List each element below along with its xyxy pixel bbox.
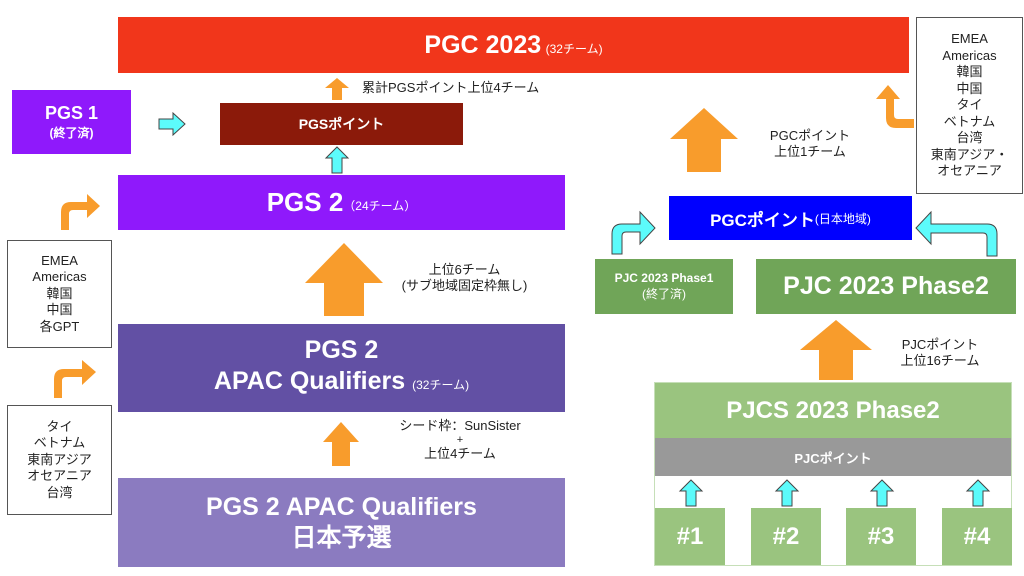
pgs-point-label: PGSポイント [298,116,385,132]
apac-sub: (32チーム) [412,378,470,392]
region: 中国 [46,302,73,318]
apac-qualifiers-box: PGS 2 APAC Qualifiers (32チーム) [118,324,565,412]
apac-line1: PGS 2 [304,336,379,364]
pgs2-sub: （24チーム） [343,199,417,213]
right-regions-box: EMEA Americas 韓国 中国 タイ ベトナム 台湾 東南アジア・ オセ… [916,17,1023,194]
japan-line2: 日本予選 [291,523,392,552]
region: ベトナム [943,113,996,129]
region: EMEA [41,252,78,268]
region: 台湾 [956,130,983,146]
pgs1-sub: (終了済) [49,126,94,140]
pgc-sub: (32チーム) [545,41,603,56]
pgc-point-label: PGCポイント [710,210,815,230]
apac-line2: APAC Qualifiers (32チーム) [214,366,469,401]
region: 東南アジア・ [930,146,1009,162]
week-box-3: #3 [846,508,916,565]
note-line: + [456,434,464,446]
left-regions-box-2: タイ ベトナム 東南アジア オセアニア 台湾 [7,405,112,515]
pjc-phase2-box: PJC 2023 Phase2 [756,259,1016,314]
note-line: シード枠：SunSister [399,418,521,433]
note-line: 上位4チーム [424,446,496,461]
cyan-turn-arrow-icon [915,210,998,257]
pgs-point-note: 累計PGSポイント上位4チーム [362,80,540,95]
orange-turn-arrow-icon [61,194,100,230]
pgs2-box: PGS 2（24チーム） [118,175,565,230]
week-label: #2 [772,522,800,550]
week-label: #1 [676,522,704,550]
orange-up-arrow-icon [325,78,349,100]
note-line: PJCポイント [901,337,979,352]
cyan-up-arrow-icon [965,479,991,507]
apac-note: シード枠：SunSister + 上位4チーム [385,418,535,462]
pgc-point-note: PGCポイント 上位1チーム [755,128,865,160]
pjcs-title-band: PJCS 2023 Phase2 [655,383,1011,438]
pjc-point-note: PJCポイント 上位16チーム [885,337,995,369]
region: タイ [956,97,983,113]
region: Americas [942,47,997,63]
week-label: #3 [867,522,895,550]
note-line: 上位6チーム [428,262,501,277]
pgs1-title: PGS 1 [44,103,99,123]
note-line: 上位16チーム [900,353,980,368]
region: 韓国 [956,64,983,80]
apac-title: APAC Qualifiers [213,367,406,395]
pgs-point-box: PGSポイント [220,103,463,145]
pjc1-sub: (終了済) [642,287,686,301]
region: オセアニア [27,468,92,484]
note-line: PGCポイント [769,128,851,143]
pjc-point-band: PJCポイント [655,438,1011,476]
japan-line1: PGS 2 APAC Qualifiers [206,492,477,521]
pgc-point-sub: (日本地域) [814,211,871,226]
japan-qualifier-box: PGS 2 APAC Qualifiers 日本予選 [118,478,565,567]
region: Americas [32,269,87,285]
region: 台湾 [46,484,73,500]
orange-big-up-arrow-icon [305,243,383,316]
region: 韓国 [46,285,73,301]
pjc-point-label: PJCポイント [794,450,872,466]
region: オセアニア [937,163,1002,179]
region: 中国 [956,80,983,96]
pgc-2023-box: PGC 2023 (32チーム) [118,17,909,73]
cyan-right-arrow-icon [158,111,186,137]
cyan-up-arrow-icon [774,479,800,507]
week-box-4: #4 [942,508,1012,565]
left-regions-box-1: EMEA Americas 韓国 中国 各GPT [7,240,112,348]
week-box-2: #2 [751,508,821,565]
pjc2-title: PJC 2023 Phase2 [783,272,989,300]
pgs1-box: PGS 1 (終了済) [12,90,131,154]
orange-turn-up-arrow-icon [876,85,914,128]
pjc-phase1-box: PJC 2023 Phase1 (終了済) [595,259,733,314]
pjcs-phase2-container: PJCS 2023 Phase2 PJCポイント #1 #2 #3 #4 [654,382,1012,566]
region: 各GPT [39,318,80,334]
orange-turn-arrow-icon [54,360,96,398]
pjc1-title: PJC 2023 Phase1 [614,271,714,285]
region: EMEA [951,31,988,47]
cyan-up-arrow-icon [678,479,704,507]
cyan-turn-arrow-icon [611,210,656,255]
pgs2-title: PGS 2 [266,187,344,217]
region: ベトナム [33,435,86,451]
week-label: #4 [963,522,991,550]
note-line: (サブ地域固定枠無し) [401,278,528,293]
pjcs-title: PJCS 2023 Phase2 [726,396,940,424]
pgc-title: PGC 2023 [424,30,542,59]
week-box-1: #1 [655,508,725,565]
region: タイ [46,418,73,434]
region: 東南アジア [27,451,92,467]
pgs2-note: 上位6チーム (サブ地域固定枠無し) [392,262,537,294]
pgc-point-box: PGCポイント(日本地域) [669,196,912,240]
cyan-up-arrow-icon [324,146,350,174]
orange-big-up-arrow-icon [670,108,738,172]
orange-up-arrow-icon [323,422,359,466]
note-line: 上位1チーム [774,144,846,159]
cyan-up-arrow-icon [869,479,895,507]
orange-big-up-arrow-icon [800,320,872,380]
